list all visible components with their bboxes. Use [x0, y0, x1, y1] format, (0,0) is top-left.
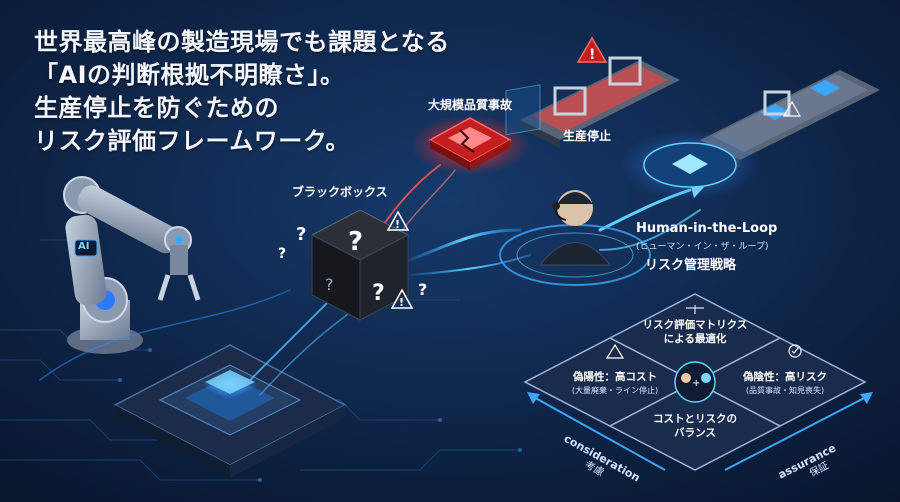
black-box-cube: ? ? ?: [310, 209, 410, 321]
svg-text:+: +: [692, 378, 700, 389]
production-stop-label: 生産停止: [563, 129, 612, 143]
ai-chip: [113, 344, 347, 478]
robot-ai-badge: [74, 239, 98, 257]
headline-line-4: リスク評価フレームワーク。: [34, 127, 350, 155]
black-box-label: ブラックボックス: [292, 185, 388, 199]
svg-text:?: ?: [348, 227, 363, 257]
matrix-bottom-line-2: バランス: [674, 427, 716, 439]
matrix-right-sub: (品質事故・知見喪失): [745, 386, 825, 395]
matrix-right-title: 偽陰性：高リスク: [743, 371, 827, 383]
matrix-bottom-line-1: コストとリスクの: [653, 413, 737, 425]
headline-line-2: 「AIの判断根拠不明瞭さ」。: [34, 61, 345, 89]
axis-arrow-icon: [860, 392, 873, 404]
svg-text:!: !: [589, 47, 595, 63]
quality-incident-label: 大規模品質事故: [428, 98, 513, 112]
svg-text:?: ?: [372, 281, 385, 306]
svg-text:?: ?: [296, 224, 306, 245]
human-operator: [499, 84, 651, 286]
broken-chip: [410, 115, 530, 175]
matrix-top-cell: リスク評価マトリクス による最適化: [640, 318, 750, 346]
verified-chip: [620, 129, 760, 201]
hitl-strategy: リスク管理戦略: [645, 258, 737, 273]
svg-text:?: ?: [418, 280, 427, 299]
matrix-left-cell: 偽陽性：高コスト (大量廃棄・ライン停止): [560, 370, 670, 398]
svg-text:!: !: [399, 296, 404, 309]
robot-ai-badge-label: AI: [78, 241, 90, 252]
warning-icon: ! !: [386, 210, 414, 309]
headline: 世界最高峰の製造現場でも課題となる 「AIの判断根拠不明瞭さ」。 生産停止を防ぐ…: [34, 26, 454, 158]
robot-arm: [63, 176, 201, 354]
svg-text:?: ?: [325, 275, 334, 294]
headline-line-1: 世界最高峰の製造現場でも課題となる: [34, 28, 450, 56]
matrix-bottom-cell: コストとリスクの バランス: [640, 412, 750, 440]
question-mark-icons: ? ? ?: [278, 224, 427, 299]
matrix-top-line-2: による最適化: [663, 333, 727, 345]
hitl-subtitle: (ヒューマン・イン・ザ・ループ): [636, 242, 769, 252]
matrix-left-title: 偽陽性：高コスト: [573, 371, 657, 383]
circuit-traces: [0, 239, 520, 481]
svg-text:?: ?: [278, 246, 286, 262]
svg-text:!: !: [395, 218, 400, 231]
headline-line-3: 生産停止を防ぐための: [34, 94, 279, 122]
matrix-left-sub: (大量廃棄・ライン停止): [571, 386, 659, 395]
matrix-right-cell: 偽陰性：高リスク (品質事故・知見喪失): [730, 370, 840, 398]
hitl-title: Human-in-the-Loop: [636, 221, 778, 236]
risk-matrix: +: [523, 293, 867, 471]
matrix-axes: [529, 394, 871, 471]
axis-arrow-icon: [527, 392, 540, 404]
matrix-top-line-1: リスク評価マトリクス: [642, 319, 748, 331]
